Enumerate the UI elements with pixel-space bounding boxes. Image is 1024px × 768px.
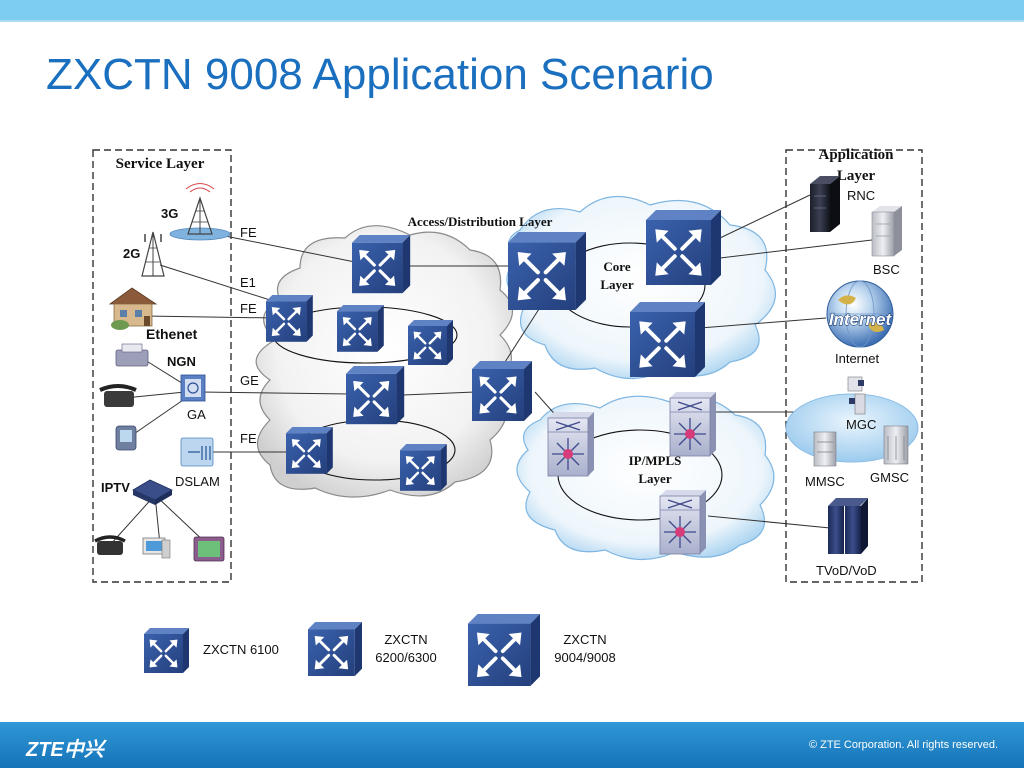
mmsc-server-icon — [813, 431, 837, 467]
access-router-4 — [284, 425, 335, 476]
bsc-label: BSC — [873, 262, 900, 277]
gmsc-server-icon — [883, 425, 909, 465]
vod-server-icon — [828, 498, 868, 554]
access-router-1 — [264, 293, 315, 344]
dslam-label: DSLAM — [175, 474, 220, 489]
mpls-switch-top — [669, 391, 717, 457]
house-icon — [108, 287, 158, 330]
interface-fe-3: FE — [240, 431, 257, 446]
core-router-left — [508, 232, 586, 310]
gmsc-label: GMSC — [870, 470, 909, 485]
distribution-router-right — [470, 359, 534, 423]
access-router-2 — [335, 303, 386, 354]
legend-zxctn-6200-icon — [306, 620, 364, 678]
2g-label: 2G — [123, 246, 140, 261]
distribution-router-center — [344, 364, 406, 426]
access-router-3 — [406, 318, 455, 367]
connection-lines — [109, 194, 873, 546]
mgc-server-icon — [847, 376, 866, 415]
access-router-top — [350, 233, 412, 295]
3g-tower-icon — [169, 183, 231, 241]
footer-bar: ZTE中兴 © ZTE Corporation. All rights rese… — [0, 722, 1024, 768]
top-bar-line — [0, 20, 1024, 22]
rnc-server-icon — [810, 176, 840, 232]
ipmpls-label-line1: IP/MPLS — [629, 453, 682, 468]
iptv-label: IPTV — [101, 480, 130, 495]
copyright-text: © ZTE Corporation. All rights reserved. — [808, 739, 998, 751]
legend-zxctn-6100-label: ZXCTN 6100 — [203, 642, 279, 657]
application-layer-box — [785, 149, 923, 583]
mpls-switch-bottom — [659, 489, 707, 555]
phone-terminal-icon — [94, 535, 126, 555]
ga-device-icon — [180, 374, 206, 402]
ethernet-label: Ethenet — [146, 326, 198, 342]
ga-label: GA — [187, 407, 206, 422]
legend-zxctn-6100-icon — [142, 626, 191, 675]
ipmpls-label-line2: Layer — [638, 471, 671, 486]
pda-icon — [115, 425, 137, 451]
interface-ge: GE — [240, 373, 259, 388]
3g-label: 3G — [161, 206, 178, 221]
telephone-icon — [99, 384, 137, 407]
access-router-5 — [398, 442, 449, 493]
core-label-line2: Layer — [600, 277, 633, 292]
tv-terminal-icon — [193, 536, 225, 562]
interface-e1: E1 — [240, 275, 256, 290]
bsc-server-icon — [871, 206, 902, 257]
internet-globe-icon: Internet — [826, 280, 894, 348]
fax-icon — [115, 343, 149, 367]
network-diagram: Service Layer Application Layer Access/D… — [92, 147, 923, 688]
interface-fe-2: FE — [240, 301, 257, 316]
mgc-label: MGC — [846, 417, 876, 432]
interface-fe-1: FE — [240, 225, 257, 240]
internet-globe-text: Internet — [829, 310, 893, 329]
rnc-label: RNC — [847, 188, 875, 203]
legend-zxctn-9004-line2: 9004/9008 — [554, 650, 615, 665]
core-label-line1: Core — [603, 259, 630, 274]
access-distribution-label: Access/Distribution Layer — [408, 214, 553, 229]
zte-logo: ZTE中兴 — [26, 739, 104, 761]
legend-zxctn-6200-line2: 6200/6300 — [375, 650, 436, 665]
legend-zxctn-6200-line1: ZXCTN — [384, 632, 427, 647]
mmsc-label: MMSC — [805, 474, 845, 489]
dslam-icon — [180, 437, 214, 467]
core-router-top — [644, 208, 723, 287]
modem-icon — [132, 479, 173, 505]
top-bar — [0, 0, 1024, 20]
core-router-bottom — [628, 300, 707, 379]
slide-title: ZXCTN 9008 Application Scenario — [46, 50, 714, 99]
ngn-label: NGN — [167, 354, 196, 369]
legend-zxctn-9004-line1: ZXCTN — [563, 632, 606, 647]
mpls-switch-left — [547, 411, 595, 477]
service-layer-box — [92, 149, 232, 583]
service-layer-title: Service Layer — [116, 156, 205, 172]
legend-zxctn-9004-icon — [466, 612, 542, 688]
application-layer-title-line1: Application — [818, 147, 894, 163]
application-layer-title-line2: Layer — [837, 168, 876, 184]
tvod-label: TVoD/VoD — [816, 563, 877, 578]
pc-terminal-icon — [142, 537, 171, 559]
2g-tower-icon — [141, 231, 165, 277]
internet-label: Internet — [835, 351, 879, 366]
